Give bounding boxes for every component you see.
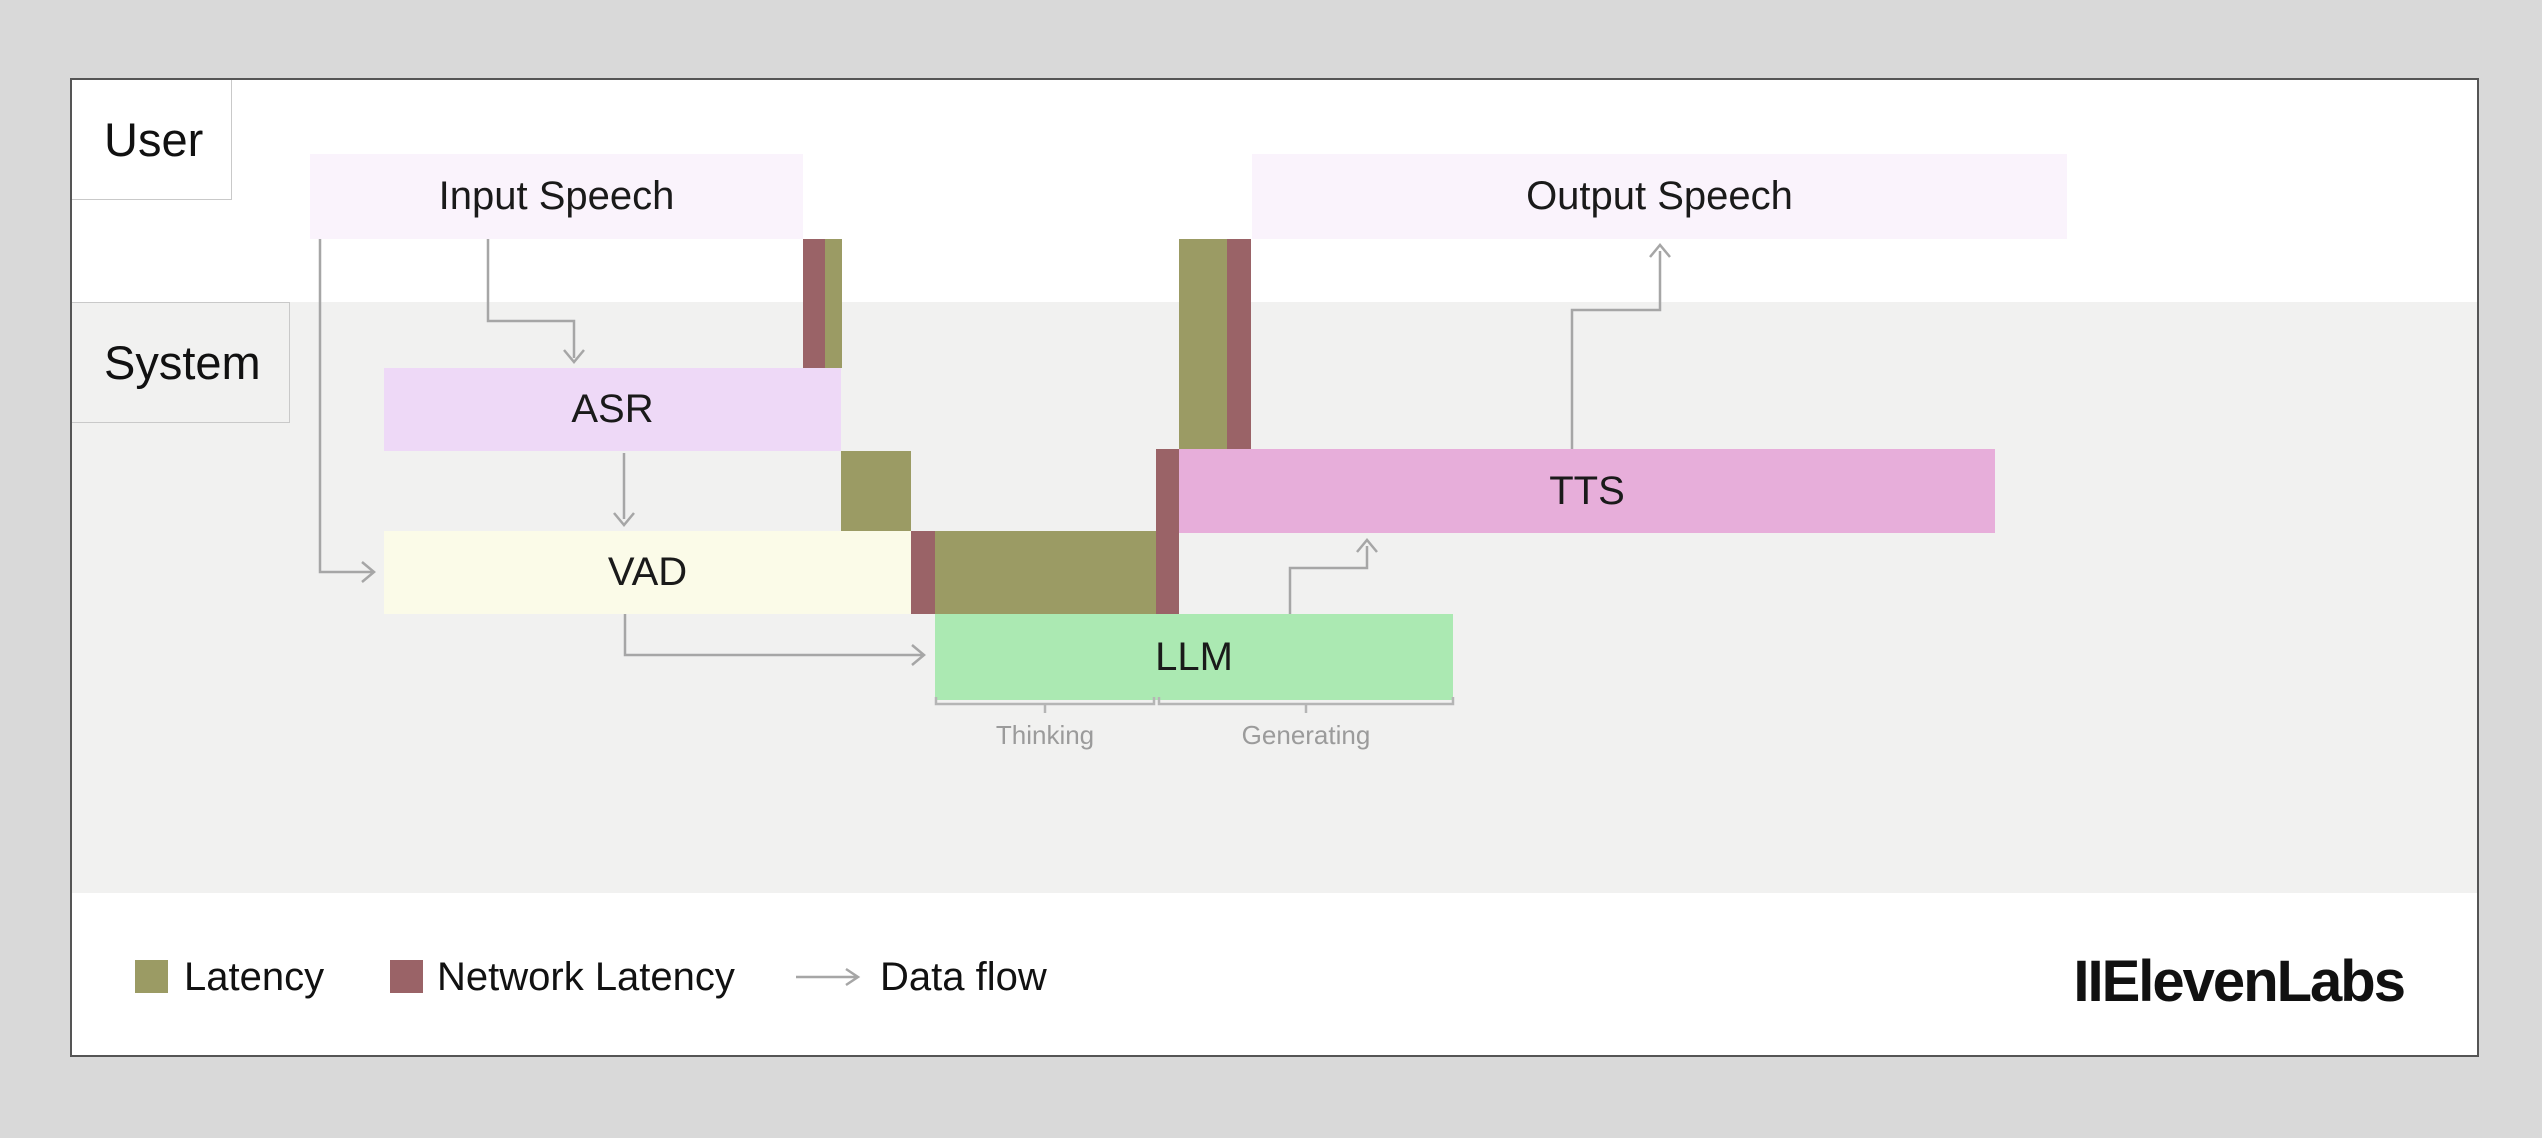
legend-latency-swatch: [135, 960, 168, 993]
elevenlabs-logo: IIElevenLabs: [2073, 949, 2406, 1014]
legend-dataflow-label: Data flow: [880, 955, 1047, 999]
node-llm-label: LLM: [1155, 634, 1233, 679]
network-block-vad-to-llm: [911, 531, 935, 614]
legend-network-latency-label: Network Latency: [437, 955, 735, 999]
system-lane-label: System: [104, 336, 261, 389]
latency-block-vad-to-llm: [935, 531, 1157, 614]
node-input-speech-label: Input Speech: [438, 174, 675, 218]
user-lane-box: User: [72, 80, 232, 200]
network-block-llm-to-tts: [1156, 449, 1179, 614]
node-output-speech-label: Output Speech: [1526, 174, 1793, 218]
phase-label-thinking: Thinking: [995, 720, 1095, 750]
node-output-speech: Output Speech: [1252, 154, 2067, 239]
node-vad-label: VAD: [607, 550, 688, 594]
latency-block-input-to-asr: [825, 239, 842, 368]
network-block-input-to-asr: [803, 239, 825, 368]
node-input-speech: Input Speech: [310, 154, 803, 239]
phase-label-generating: Generating: [1241, 720, 1371, 750]
node-tts: TTS: [1179, 449, 1995, 533]
latency-block-asr-to-vad: [841, 451, 911, 531]
legend-network-latency-swatch: [390, 960, 423, 993]
legend-latency-label: Latency: [184, 955, 325, 999]
network-block-tts-to-output: [1227, 239, 1251, 449]
node-tts-label: TTS: [1549, 468, 1625, 513]
node-llm: LLM: [935, 614, 1453, 700]
node-vad: VAD: [384, 531, 911, 614]
node-asr: ASR: [384, 368, 841, 451]
system-lane-box: System: [72, 302, 290, 423]
latency-block-tts-to-output: [1179, 239, 1227, 449]
node-asr-label: ASR: [571, 387, 654, 431]
user-lane-label: User: [104, 113, 204, 166]
